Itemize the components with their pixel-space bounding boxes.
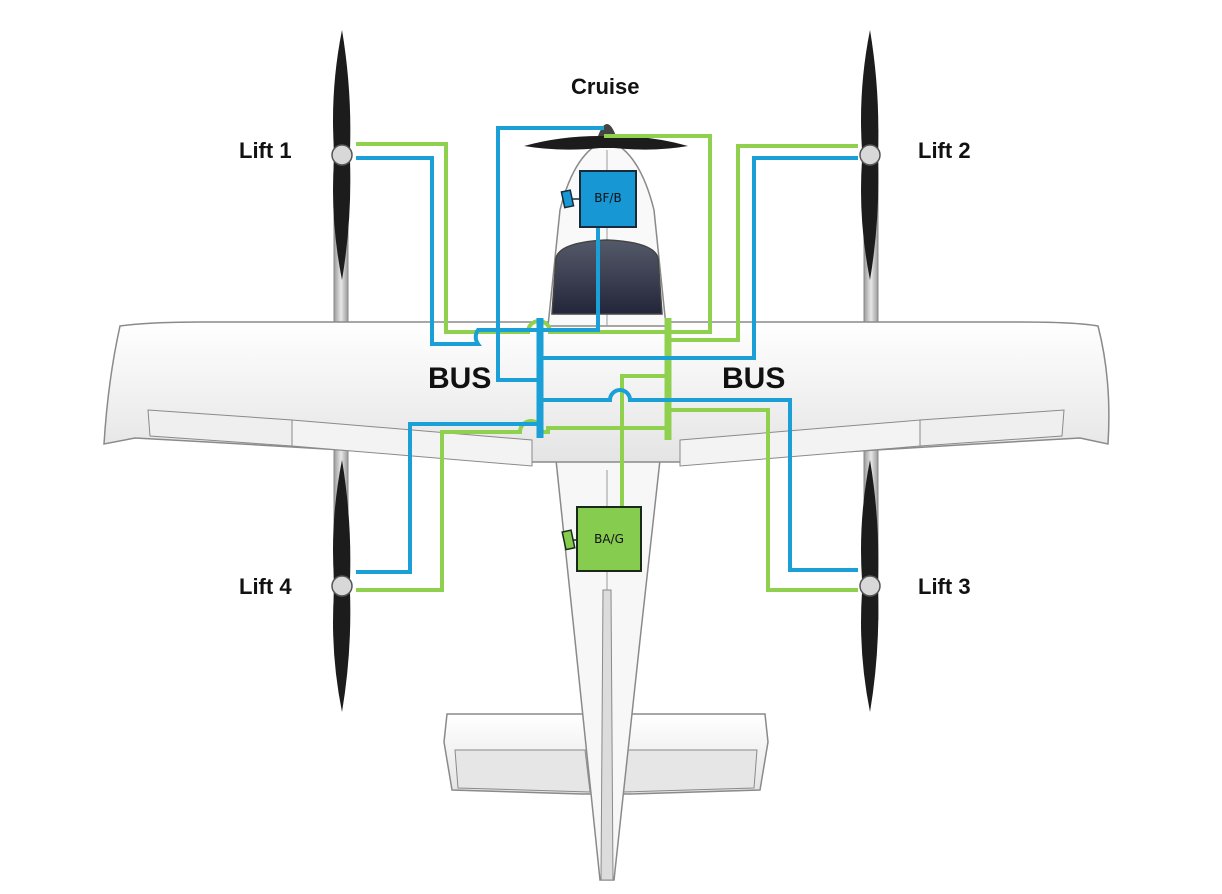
wire-blue-bfb bbox=[540, 226, 600, 332]
label-bus-left: BUS bbox=[428, 362, 492, 395]
lift-1-rotor bbox=[331, 30, 353, 280]
label-lift-3: Lift 3 bbox=[918, 574, 971, 599]
label-bus-right: BUS bbox=[722, 362, 786, 395]
wire-blue-lift4 bbox=[356, 422, 540, 574]
label-lift-1: Lift 1 bbox=[239, 138, 292, 163]
vertical-fin bbox=[600, 589, 614, 881]
ba-g-connector bbox=[561, 529, 576, 551]
wire-green-lift2 bbox=[668, 144, 858, 342]
cruise-propeller bbox=[524, 136, 688, 150]
elevator-left bbox=[454, 749, 591, 793]
lift-4-rotor bbox=[331, 460, 353, 712]
airframe bbox=[103, 124, 1110, 881]
elevator-right bbox=[621, 749, 758, 793]
lift-3-rotor bbox=[859, 460, 881, 712]
wire-green-cruise bbox=[604, 134, 712, 334]
wire-blue-mid bbox=[540, 388, 858, 572]
canopy bbox=[551, 239, 663, 315]
lift-2-rotor bbox=[859, 30, 881, 280]
aileron-right bbox=[919, 409, 1065, 447]
box-label-bf-b: BF/B bbox=[594, 191, 622, 205]
wire-blue-lift2 bbox=[540, 156, 858, 360]
blue-wires bbox=[356, 126, 858, 574]
bf-b-box bbox=[560, 170, 637, 228]
wire-green-lift1 bbox=[356, 142, 480, 334]
wire-blue-cruise bbox=[496, 126, 604, 382]
label-cruise: Cruise bbox=[571, 74, 640, 99]
ba-g-box bbox=[561, 506, 642, 572]
wire-green-lift3 bbox=[668, 408, 858, 592]
label-lift-2: Lift 2 bbox=[918, 138, 971, 163]
wire-blue-lift1 bbox=[356, 156, 540, 346]
wire-green-bag bbox=[620, 374, 668, 508]
bf-b-connector bbox=[560, 189, 575, 209]
propellers bbox=[331, 30, 881, 712]
box-label-ba-g: BA/G bbox=[594, 532, 624, 546]
label-lift-4: Lift 4 bbox=[239, 574, 292, 599]
